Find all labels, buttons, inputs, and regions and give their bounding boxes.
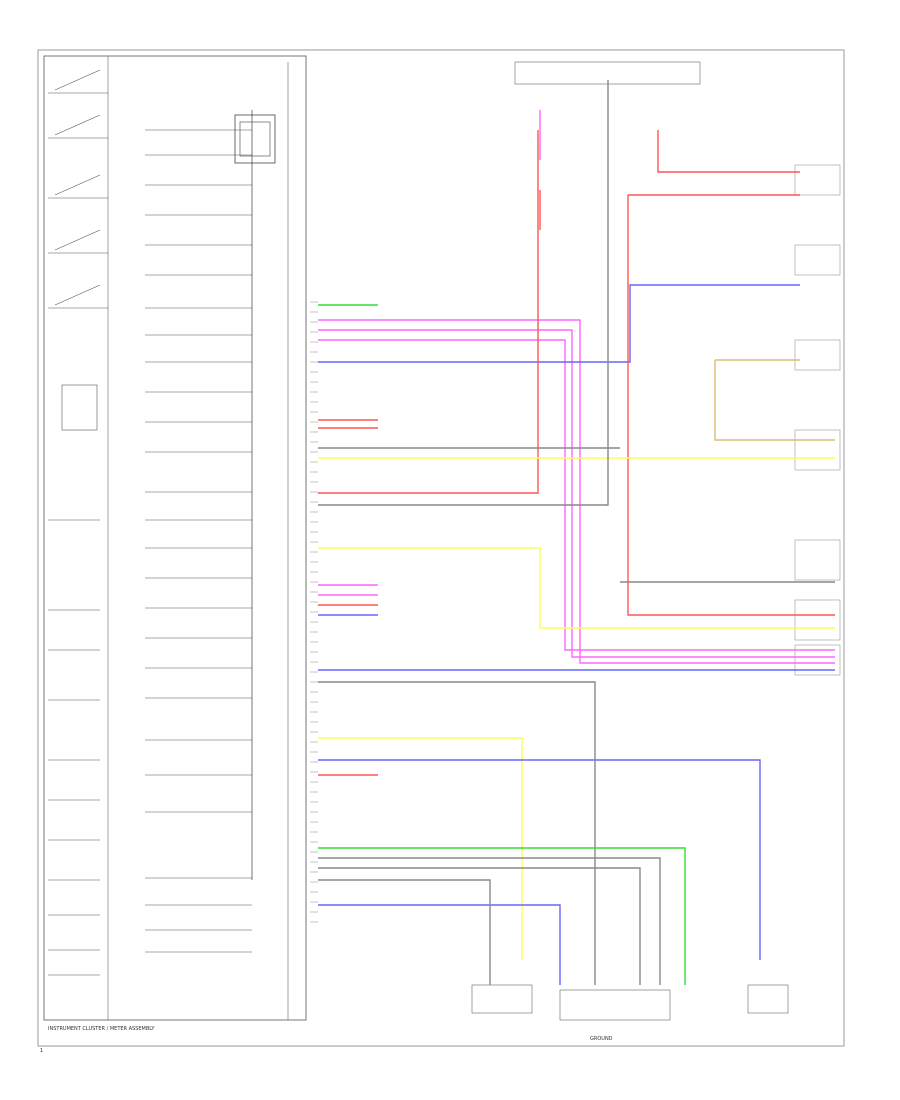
right-module-5: [794, 539, 841, 581]
wire-group: [318, 80, 835, 985]
diagram-border: [37, 49, 845, 1047]
left-switch-group: [48, 69, 108, 976]
right-module-7: [794, 644, 841, 676]
wire-red-fuse: [657, 130, 800, 173]
wire-yellow-1: [318, 547, 835, 629]
wire-gray-4: [318, 867, 641, 985]
ground-connector-2: [559, 989, 671, 1021]
cluster-ic-inner: [239, 121, 271, 157]
switch-contact: [54, 284, 101, 306]
wire-blue-lower-3: [318, 904, 561, 985]
switch-contact: [54, 174, 101, 196]
wire-blue-lower-2: [318, 759, 761, 960]
wire-gray-2: [318, 681, 596, 985]
right-module-6: [794, 599, 841, 641]
wire-tan: [714, 360, 835, 441]
right-module-2: [794, 244, 841, 276]
corner-label: 1: [40, 1048, 43, 1054]
wire-red-main: [318, 130, 539, 494]
wire-green-lower: [318, 847, 686, 985]
wire-gray-3: [318, 857, 661, 985]
ground-connector-3: [747, 984, 789, 1014]
wire-pink-3: [318, 339, 835, 651]
right-module-3: [794, 339, 841, 371]
wire-yellow-3: [318, 737, 523, 960]
wire-blue-upper: [318, 284, 800, 363]
connector-pin-group: [310, 301, 318, 923]
wire-gray-6: [318, 80, 609, 506]
cluster-row-group: [145, 129, 252, 953]
meter-assembly-block: [43, 55, 307, 1021]
wire-pink-1: [318, 319, 835, 664]
right-module-1: [794, 164, 841, 196]
combination-switch-box: [61, 384, 98, 431]
switch-contact: [54, 229, 101, 251]
bottom-center-label: GROUND: [590, 1036, 613, 1042]
cluster-ic-box: [234, 114, 276, 164]
switch-contact: [54, 114, 101, 136]
ground-connector-1: [471, 984, 533, 1014]
footer-label: INSTRUMENT CLUSTER / METER ASSEMBLY: [48, 1026, 155, 1032]
right-module-4: [794, 429, 841, 471]
switch-contact: [54, 69, 101, 91]
wire-gray-5: [318, 879, 491, 985]
wire-red-right-drop: [627, 195, 835, 616]
wire-pink-2: [318, 329, 835, 658]
